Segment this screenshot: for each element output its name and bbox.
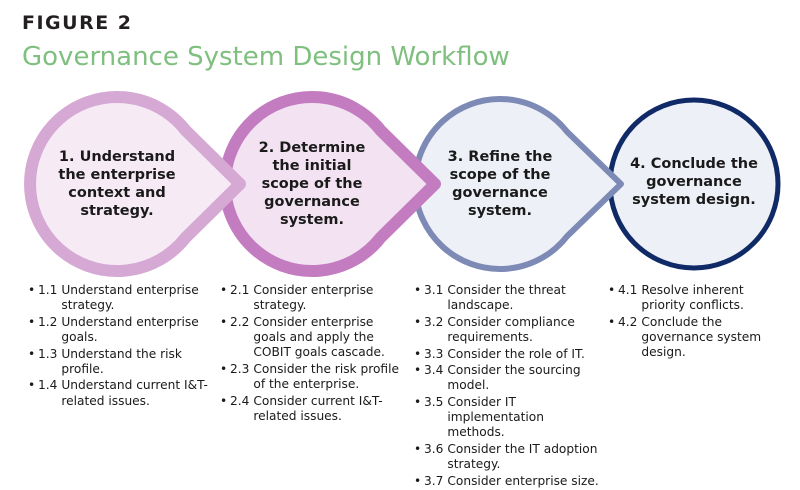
item-text: Consider enterprise size. <box>447 473 599 488</box>
step-1-heading-line: 1. Understand <box>58 149 176 165</box>
item-text: Understand enterprise strategy. <box>61 283 199 313</box>
item-number: 3.3 <box>424 346 444 361</box>
item-text: Understand enterprise goals. <box>61 314 199 345</box>
item-number: 2.4 <box>230 393 250 408</box>
item-number: 3.1 <box>424 283 444 297</box>
step-1-shape <box>24 91 246 277</box>
item-text: Conclude the governance system design. <box>641 314 762 360</box>
step-shapes <box>24 91 781 277</box>
figure-label: FIGURE 2 <box>22 12 133 34</box>
step-1-heading-line: the enterprise <box>58 167 176 183</box>
item-number: 3.7 <box>424 473 444 488</box>
item-number: 4.2 <box>618 314 638 329</box>
item-number: 3.2 <box>424 314 444 329</box>
item-text: Resolve inherent priority conflicts. <box>641 283 744 313</box>
step-2-heading-line: scope of the <box>261 176 363 192</box>
item-number: 1.3 <box>38 346 58 361</box>
item-text: Consider enterprise strategy. <box>253 283 374 313</box>
item-number: 1.4 <box>38 378 58 393</box>
item-text: Consider IT implementation methods. <box>447 394 544 440</box>
item-text: Consider the threat landscape. <box>447 283 566 313</box>
item-text: Consider the risk profile of the enterpr… <box>253 361 399 392</box>
item-text: Consider current I&T-related issues. <box>253 393 383 423</box>
step-3-heading-line: governance <box>452 185 548 201</box>
step-2-heading-line: the initial <box>272 158 352 174</box>
item-number: 2.3 <box>230 361 250 376</box>
item-text: Understand current I&T-related issues. <box>61 378 208 408</box>
item-number: 4.1 <box>618 283 638 297</box>
step-3-heading: 3. Refine the scope of the governance sy… <box>430 148 570 220</box>
step-4-heading-line: governance <box>646 174 742 190</box>
item-text: Consider compliance requirements. <box>447 314 575 345</box>
item-number: 3.4 <box>424 363 444 378</box>
item-text: Consider the role of IT. <box>447 346 585 361</box>
step-2-heading: 2. Determine the initial scope of the go… <box>242 139 382 229</box>
step-4-heading: 4. Conclude the governance system design… <box>624 155 764 209</box>
step-2-heading-line: governance <box>264 194 360 210</box>
step-1-heading-line: strategy. <box>80 203 154 219</box>
item-number: 2.1 <box>230 283 250 297</box>
item-text: Understand the risk profile. <box>61 346 182 376</box>
step-3-heading-line: scope of the <box>449 167 551 183</box>
step-4-heading-line: 4. Conclude the <box>630 156 758 172</box>
step-2-heading-line: system. <box>279 212 345 228</box>
item-number: 3.6 <box>424 441 444 456</box>
step-4-heading-line: system design. <box>632 192 756 208</box>
step-1-heading-line: context and <box>68 185 166 201</box>
item-number: 1.2 <box>38 314 58 329</box>
item-number: 3.5 <box>424 394 444 409</box>
item-number: 1.1 <box>38 283 58 297</box>
figure-title: Governance System Design Workflow <box>22 42 510 72</box>
step-1-heading: 1. Understand the enterprise context and… <box>47 148 187 220</box>
item-text: Consider the sourcing model. <box>447 363 581 393</box>
step-2-heading-line: 2. Determine <box>258 140 366 156</box>
item-text: Consider the IT adoption strategy. <box>447 441 598 472</box>
item-number: 2.2 <box>230 314 250 329</box>
step-3-heading-line: 3. Refine the <box>447 149 553 165</box>
step-3-heading-line: system. <box>467 203 533 219</box>
item-text: Consider enterprise goals and apply the … <box>253 314 385 360</box>
